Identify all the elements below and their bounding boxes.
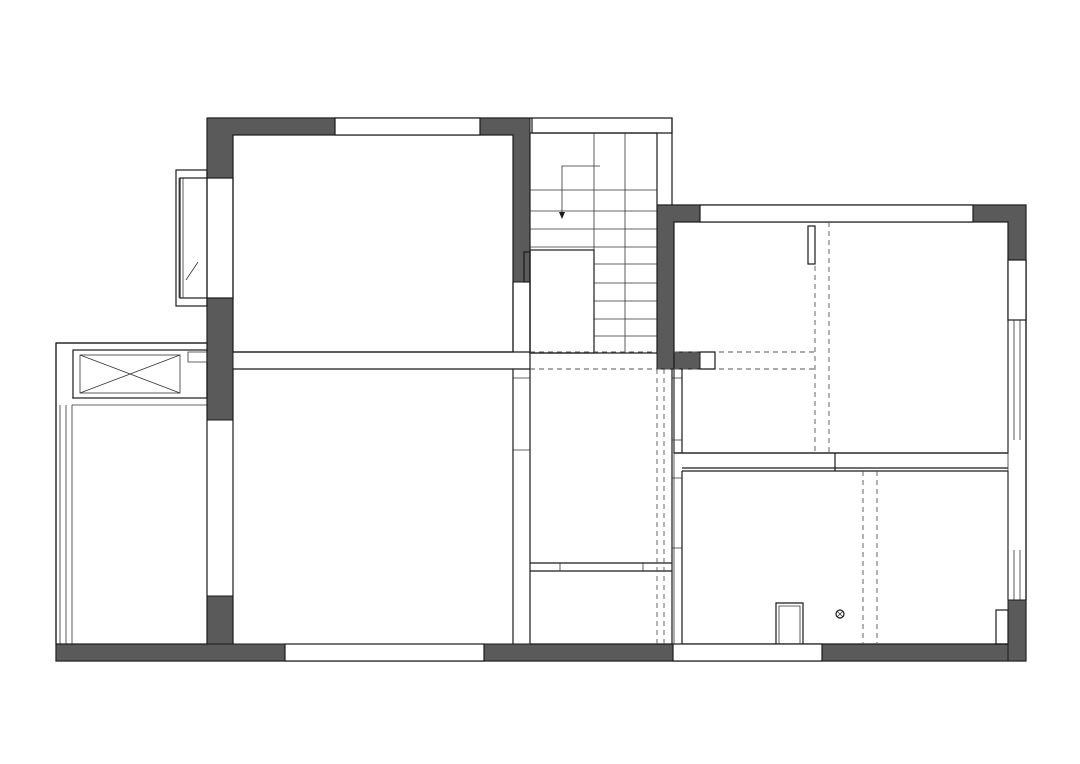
cross-box-icon — [79, 354, 181, 394]
floor-drain-icon — [835, 609, 845, 619]
wall-block — [972, 204, 1027, 261]
window-icon — [699, 204, 974, 223]
wall-block — [206, 117, 336, 179]
window-icon — [334, 117, 481, 136]
window-icon — [284, 643, 485, 662]
wall-block — [821, 643, 1027, 662]
wall-block — [206, 595, 234, 645]
fixtures — [559, 225, 1009, 645]
wall-block — [206, 297, 234, 421]
window-icon — [1013, 550, 1021, 600]
dashed-lines — [530, 222, 878, 644]
window-icon — [59, 397, 207, 644]
solid-walls — [55, 117, 1027, 662]
window-icon — [175, 169, 234, 307]
wall-block — [1007, 599, 1027, 662]
wall-block — [479, 117, 531, 283]
door-swing-icon — [775, 602, 804, 644]
window-icon — [1007, 259, 1027, 440]
wall-block — [656, 204, 701, 370]
building-outline — [55, 117, 1027, 662]
window-icon — [672, 643, 823, 662]
windows — [59, 117, 1027, 662]
wall-block — [483, 643, 674, 662]
balcony — [55, 342, 208, 645]
staircase — [523, 133, 657, 354]
stair-arrow-icon — [559, 165, 600, 219]
wall-block — [55, 643, 286, 662]
